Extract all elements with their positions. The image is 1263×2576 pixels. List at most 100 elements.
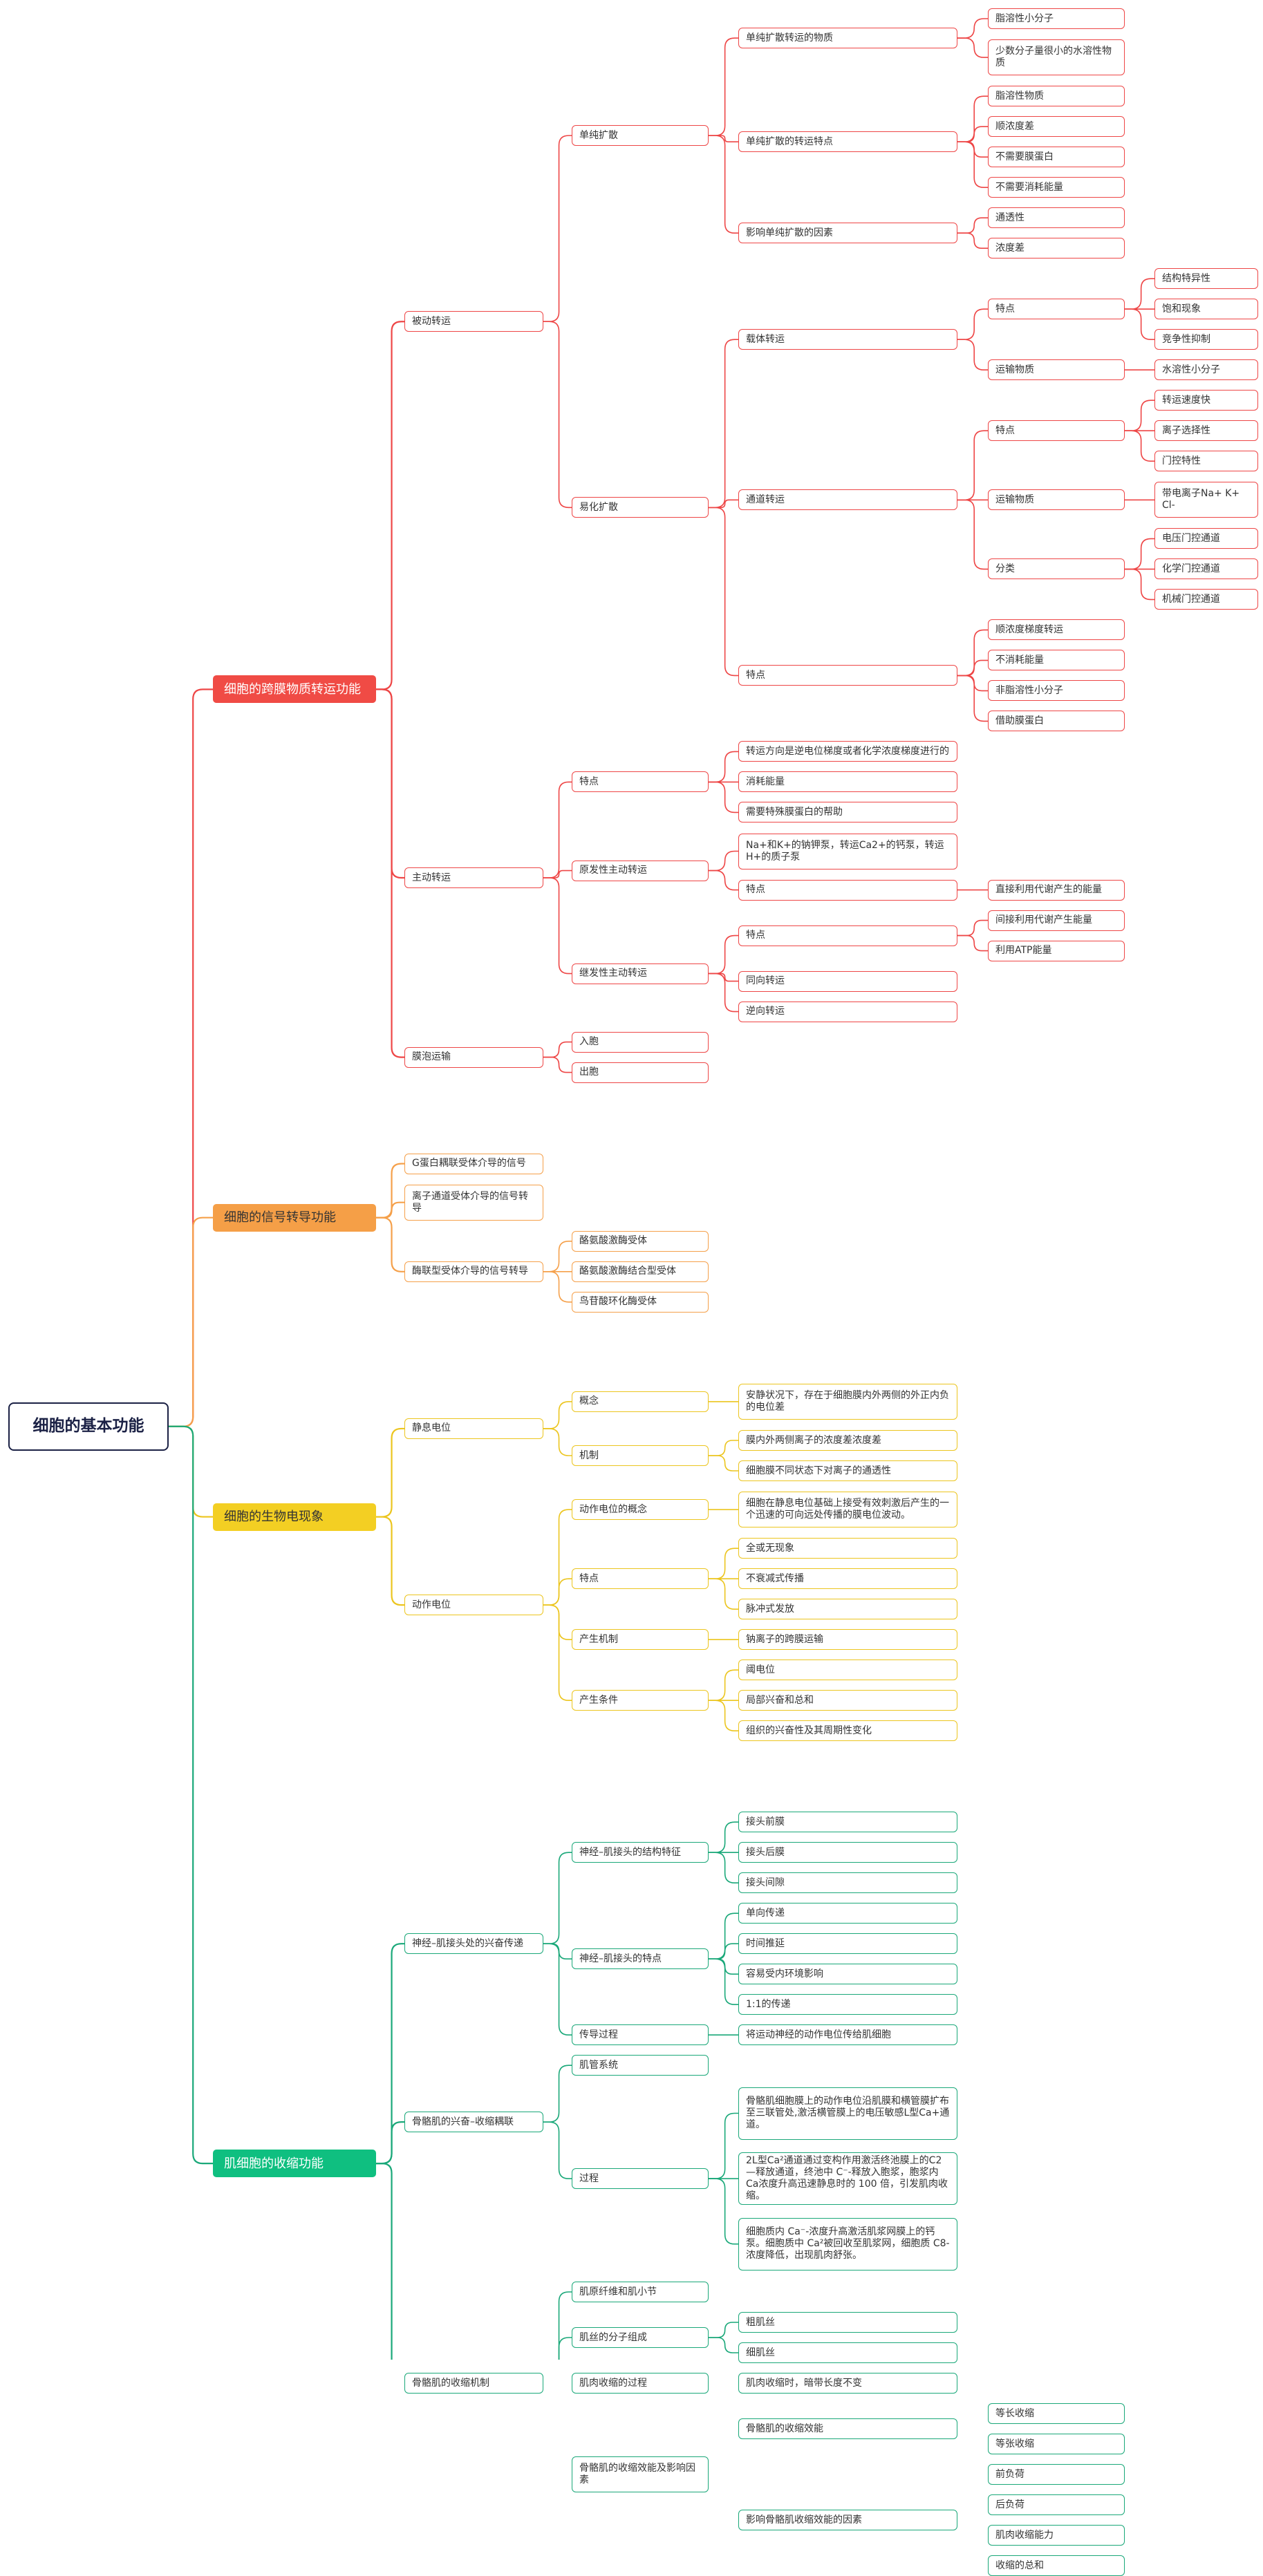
link-line [957, 919, 988, 937]
link-line [543, 1056, 572, 1073]
topic-node: 酶联型受体介导的信号转导 [404, 1261, 543, 1282]
topic-node: 单纯扩散 [572, 125, 709, 147]
link-line [709, 850, 738, 872]
link-line [543, 1509, 572, 1606]
topic-node: 影响骨骼肌收缩效能的因素 [738, 2510, 957, 2530]
leaf-node: 细肌丝 [738, 2342, 957, 2363]
topic-node: 特点 [738, 925, 957, 946]
leaf-node: 不衰减式传播 [738, 1568, 957, 1590]
leaf-node: 全或无现象 [738, 1538, 957, 1559]
topic-node: 膜泡运输 [404, 1046, 543, 1068]
link-line [376, 321, 404, 690]
link-line [543, 1428, 572, 1456]
leaf-node: 等长收缩 [988, 2403, 1125, 2424]
link-line [1125, 568, 1154, 601]
topic-node: 产生条件 [572, 1690, 709, 1711]
link-line [376, 1943, 404, 2165]
leaf-node: 酪氨酸激酶受体 [572, 1230, 709, 1252]
leaf-node: 结构特异性 [1154, 268, 1258, 290]
leaf-node: 接头前膜 [738, 1812, 957, 1833]
link-line [709, 2112, 738, 2179]
leaf-node: 细胞质内 Ca⁻-浓度升高激活肌浆网膜上的钙泵。细胞质中 Ca²被回收至肌浆网，… [738, 2217, 957, 2271]
topic-node: 骨骼肌的收缩效能 [738, 2418, 957, 2439]
leaf-node: 鸟苷酸环化酶受体 [572, 1291, 709, 1313]
link-line [957, 499, 988, 570]
main-topic: 细胞的跨膜物质转运功能 [213, 675, 376, 704]
link-line [376, 2121, 404, 2165]
link-line [558, 2337, 572, 2360]
link-line [376, 688, 404, 879]
link-line [1125, 430, 1154, 462]
leaf-node: 不需要膜蛋白 [988, 147, 1125, 168]
leaf-node: 肌管系统 [572, 2055, 709, 2076]
leaf-node: 离子通道受体介导的信号转导 [404, 1184, 543, 1221]
leaf-node: Na+和K+的钠钾泵，转运Ca2+的钙泵，转运H+的质子泵 [738, 833, 957, 869]
root-topic: 细胞的基本功能 [8, 1402, 169, 1451]
leaf-node: 离子选择性 [1154, 420, 1258, 442]
link-line [957, 339, 988, 370]
topic-node: 静息电位 [404, 1418, 543, 1439]
mind-map: 细胞的基本功能细胞的跨膜物质转运功能被动转运单纯扩散单纯扩散转运的物质脂溶性小分… [8, 8, 1258, 2576]
topic-node: 单纯扩散转运的物质 [738, 28, 957, 49]
link-line [957, 95, 988, 142]
topic-node: 骨骼肌的收缩机制 [404, 2373, 543, 2394]
link-line [543, 869, 572, 878]
leaf-node: 肌肉收缩时，暗带长度不变 [738, 2373, 957, 2394]
link-line [709, 1943, 738, 1959]
link-line [709, 1548, 738, 1579]
link-line [957, 232, 988, 249]
main-topic: 细胞的生物电现象 [213, 1503, 376, 1531]
link-line [709, 135, 738, 234]
topic-node: 分类 [988, 558, 1125, 580]
link-line [709, 507, 738, 677]
link-line [957, 141, 988, 158]
leaf-node: 入胞 [572, 1031, 709, 1053]
link-line [709, 135, 738, 142]
leaf-node: 间接利用代谢产生能量 [988, 910, 1125, 931]
topic-node: 运输物质 [988, 489, 1125, 511]
link-line [376, 1516, 404, 1606]
link-line [709, 869, 738, 891]
leaf-node: 局部兴奋和总和 [738, 1690, 957, 1711]
leaf-node: 带电离子Na+ K+ Cl- [1154, 482, 1258, 518]
leaf-node: 同向转运 [738, 970, 957, 992]
leaf-node: 后负荷 [988, 2494, 1125, 2515]
link-line [709, 1669, 738, 1701]
leaf-node: 机械门控通道 [1154, 589, 1258, 610]
leaf-node: 脉冲式发放 [738, 1599, 957, 1620]
link-line [709, 499, 738, 509]
link-line [957, 18, 988, 39]
mind-map-links [169, 18, 1154, 2360]
link-line [558, 2291, 572, 2360]
link-line [709, 934, 738, 975]
link-line [543, 1578, 572, 1606]
link-line [709, 2178, 738, 2245]
leaf-node: 收缩的总和 [988, 2555, 1125, 2576]
leaf-node: 阈电位 [738, 1660, 957, 1681]
leaf-node: 通透性 [988, 207, 1125, 229]
link-line [957, 430, 988, 501]
leaf-node: 利用ATP能量 [988, 940, 1125, 961]
link-line [376, 1163, 404, 1219]
link-line [957, 629, 988, 677]
topic-node: 继发性主动转运 [572, 963, 709, 984]
link-line [709, 37, 738, 136]
link-line [543, 1401, 572, 1429]
topic-node: 传导过程 [572, 2024, 709, 2046]
leaf-node: 肌原纤维和肌小节 [572, 2282, 709, 2302]
leaf-node: 等张收缩 [988, 2434, 1125, 2454]
topic-node: 特点 [988, 420, 1125, 442]
link-line [543, 2121, 572, 2179]
leaf-node: 化学门控通道 [1154, 558, 1258, 580]
link-line [957, 308, 988, 340]
leaf-node: 浓度差 [988, 238, 1125, 259]
leaf-node: 转运速度快 [1154, 390, 1258, 411]
leaf-node: 粗肌丝 [738, 2312, 957, 2333]
link-line [543, 1852, 572, 1944]
link-line [709, 2322, 738, 2338]
topic-node: 特点 [572, 1568, 709, 1590]
link-line [543, 1943, 572, 1959]
topic-node: 单纯扩散的转运特点 [738, 131, 957, 153]
leaf-node: 细胞膜不同状态下对离子的通透性 [738, 1460, 957, 1481]
leaf-node: 酪氨酸激酶结合型受体 [572, 1261, 709, 1282]
